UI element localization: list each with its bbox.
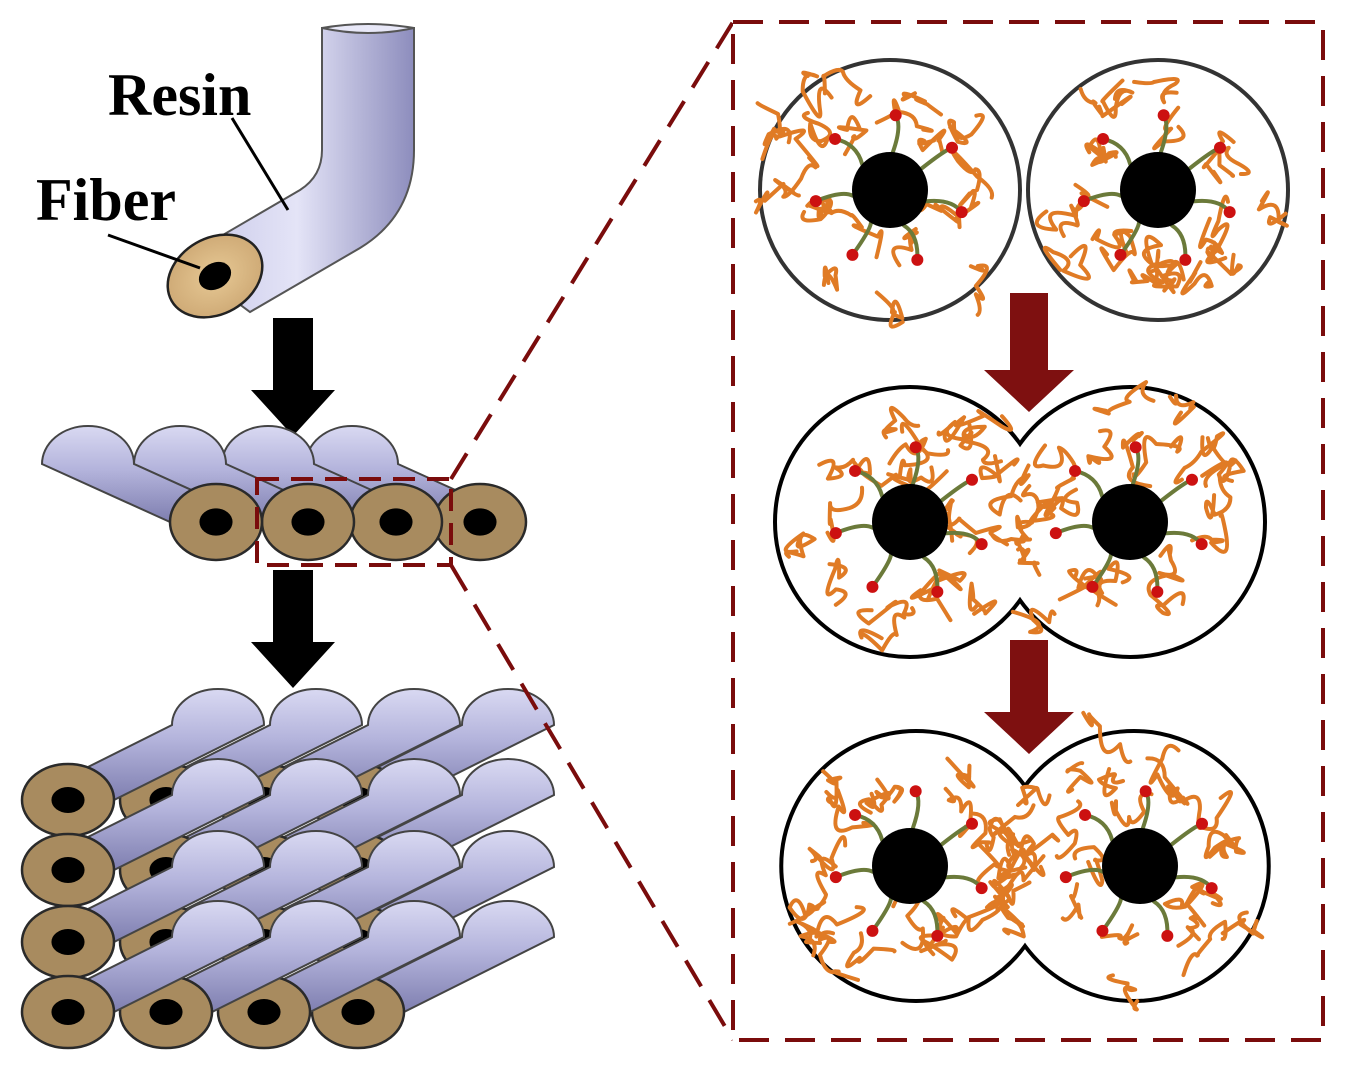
stage-touching-particles: [753, 58, 1290, 329]
row-fiber-1: [40, 425, 264, 562]
stack-fiber-r3-c1: [20, 830, 266, 980]
stack-fiber-r4-c1: [20, 900, 266, 1050]
sintering-stages: [753, 58, 1290, 1012]
stack-fiber-r1-c1: [20, 688, 266, 838]
row-fiber-2: [132, 425, 356, 562]
particle-right: [1010, 380, 1246, 635]
down-arrow-icon: [251, 570, 335, 688]
stage-interdiffusion: [779, 710, 1271, 1012]
resin-label: Resin: [108, 62, 251, 128]
stack-fiber-r4-c3: [216, 900, 462, 1050]
particle-1: [753, 67, 995, 329]
zoom-line-top: [449, 20, 735, 481]
fiber-stack: [20, 688, 556, 1050]
particle-2: [1034, 77, 1289, 296]
stage-neck-formation: [773, 380, 1267, 659]
particle-right: [993, 710, 1265, 1012]
fiber-label: Fiber: [36, 167, 176, 233]
stack-fiber-r2-c1: [20, 758, 266, 908]
down-arrow-icon: [984, 640, 1074, 754]
zoom-region-box: [255, 477, 453, 567]
fiber-row-layer: [40, 425, 528, 562]
particle-left: [783, 405, 1031, 653]
zoom-line-bottom: [449, 563, 735, 1042]
down-arrow-icon: [984, 293, 1074, 412]
particle-left: [787, 756, 1038, 982]
down-arrow-icon: [251, 318, 335, 436]
interdiffused-chains: [987, 803, 1036, 912]
single-coated-fiber: [107, 23, 415, 319]
